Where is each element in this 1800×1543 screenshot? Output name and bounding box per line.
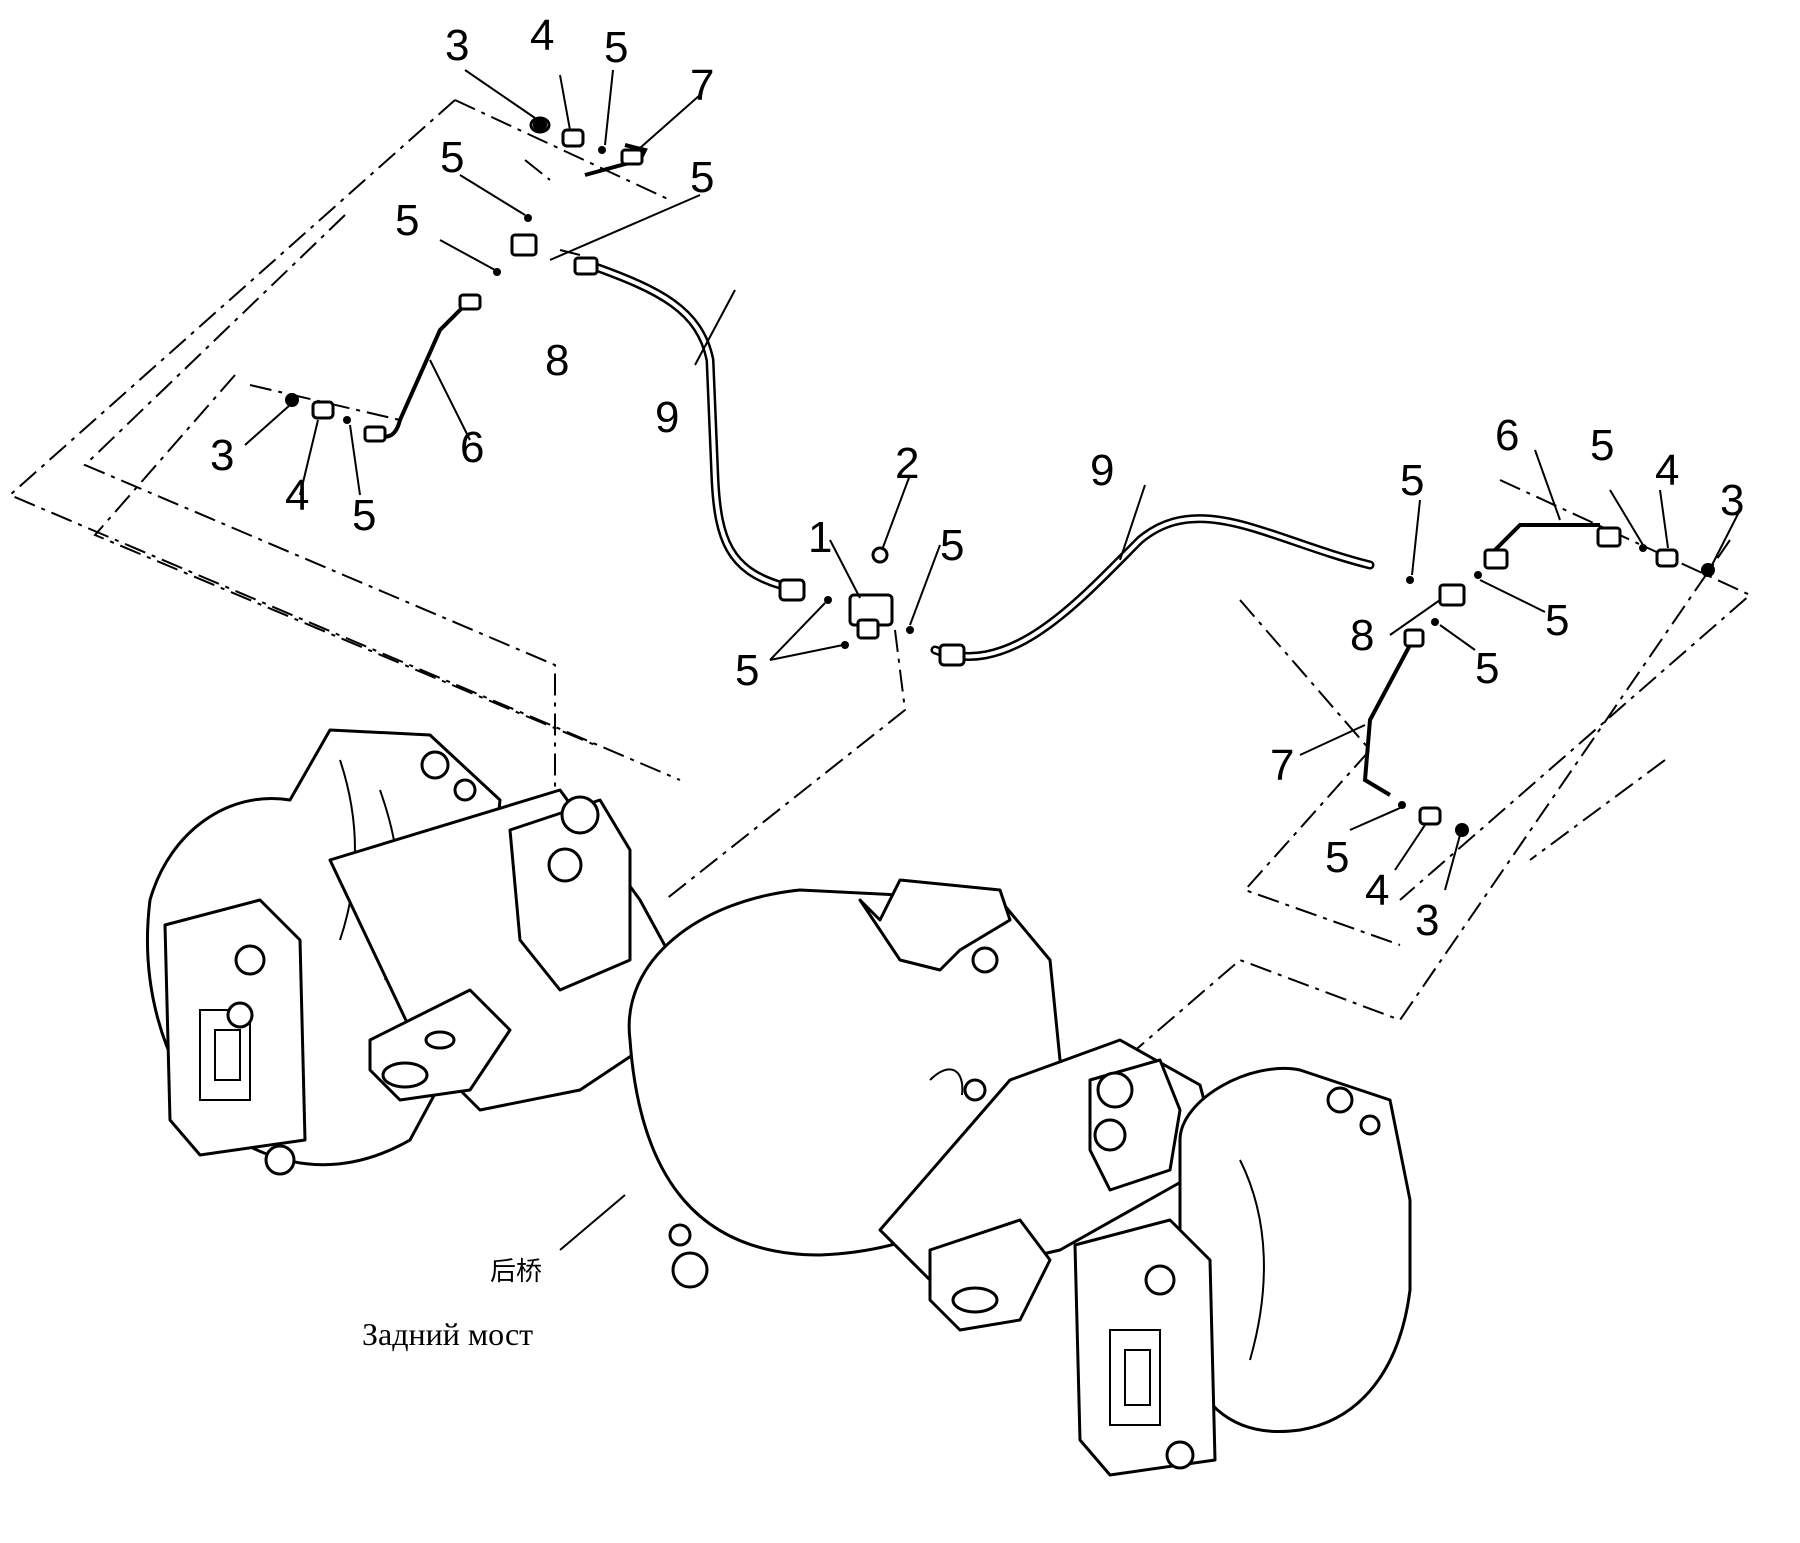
chinese-axle-label: 后桥 — [490, 1257, 542, 1287]
callout-5: 5 — [352, 491, 376, 540]
callout-8: 8 — [545, 336, 569, 385]
callout-numbers: 3 4 5 7 5 5 5 8 9 3 4 5 6 1 2 5 5 9 5 6 … — [210, 11, 1744, 945]
pipe-6-right — [1488, 523, 1600, 557]
left-spring-pad — [508, 798, 632, 992]
callout-7: 7 — [1270, 741, 1294, 790]
tee-8-right — [1438, 583, 1466, 607]
fitting-4-lower-right — [1418, 806, 1442, 826]
callout-4: 4 — [1365, 866, 1389, 915]
callout-7: 7 — [690, 61, 714, 110]
fitting-4-top — [561, 128, 585, 148]
callout-5: 5 — [604, 23, 628, 72]
pipe-7-right — [1362, 644, 1412, 797]
right-caliper — [1073, 1218, 1217, 1477]
callout-3: 3 — [1415, 896, 1439, 945]
callout-5: 5 — [1325, 833, 1349, 882]
callout-5: 5 — [1400, 456, 1424, 505]
fitting-4-left — [311, 400, 335, 420]
callout-4: 4 — [285, 471, 309, 520]
axle-caption: Задний мост — [362, 1316, 533, 1352]
callout-8: 8 — [1350, 611, 1374, 660]
callout-4: 4 — [1655, 446, 1679, 495]
leader-lines — [244, 69, 1741, 1251]
callout-5: 5 — [1545, 596, 1569, 645]
callout-6: 6 — [1495, 411, 1519, 460]
callout-2: 2 — [895, 439, 919, 488]
fittings — [285, 116, 1715, 837]
callout-5: 5 — [690, 153, 714, 202]
callout-6: 6 — [460, 423, 484, 472]
callout-5: 5 — [1590, 421, 1614, 470]
tee-8-left — [510, 233, 538, 257]
callout-9: 9 — [1090, 446, 1114, 495]
callout-3: 3 — [210, 431, 234, 480]
callout-4: 4 — [530, 11, 554, 60]
assembly-guide-lines — [8, 99, 1752, 1116]
callout-5: 5 — [1475, 644, 1499, 693]
callout-5: 5 — [440, 133, 464, 182]
callout-9: 9 — [655, 393, 679, 442]
brake-lines — [364, 143, 1600, 797]
callout-3: 3 — [1720, 476, 1744, 525]
bolt-2-center — [871, 546, 889, 564]
callout-5: 5 — [735, 646, 759, 695]
fitting-4-right — [1655, 548, 1679, 568]
hose-9-right — [930, 514, 1375, 661]
callout-5: 5 — [395, 196, 419, 245]
callout-3: 3 — [445, 21, 469, 70]
callout-1: 1 — [808, 513, 832, 562]
rear-axle — [146, 728, 1412, 1477]
callout-5: 5 — [940, 521, 964, 570]
